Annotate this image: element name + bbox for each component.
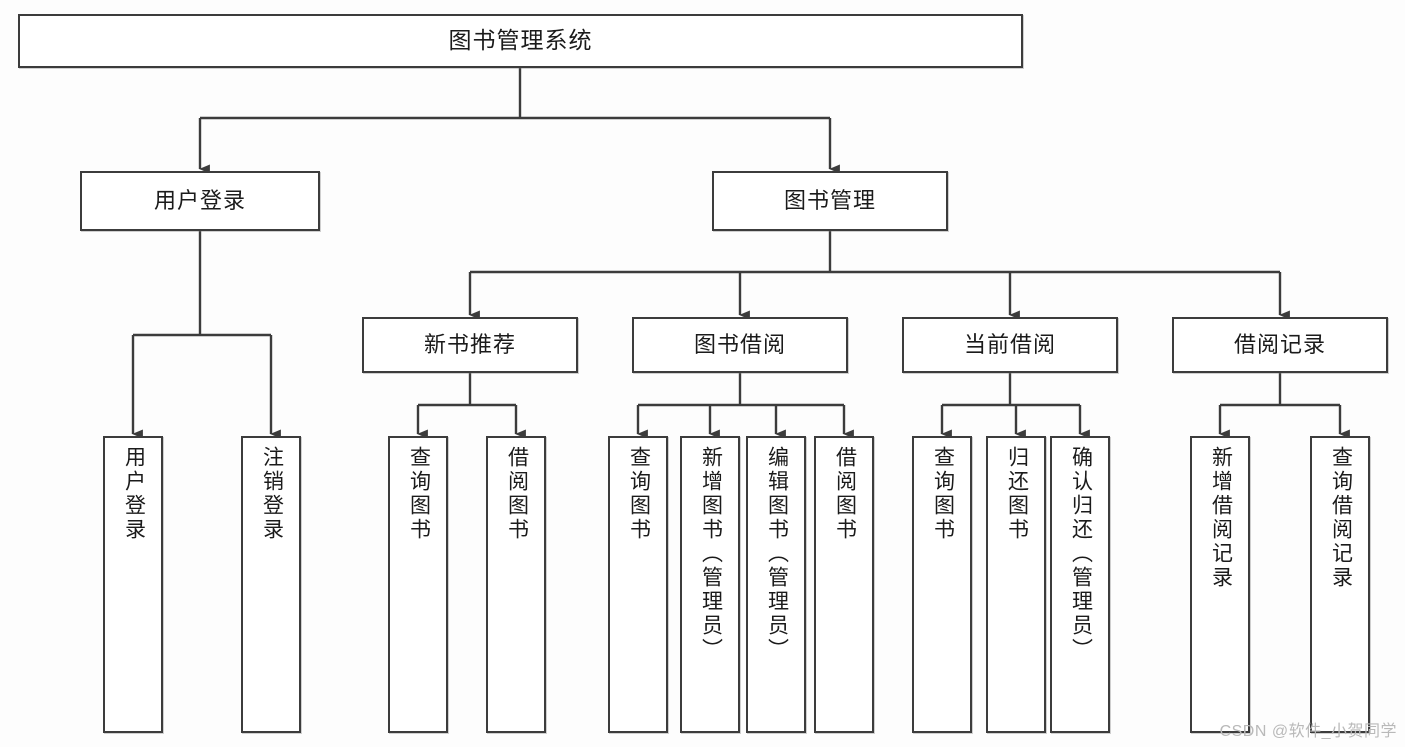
node-label: 当前借阅 [963, 331, 1056, 357]
leaf-label-vertical: 编辑图书（管理员） [765, 446, 789, 662]
level2-node-用户登录[interactable]: 用户登录 [80, 171, 320, 231]
leaf-label-vertical: 新增图书（管理员） [699, 446, 723, 662]
leaf-node-新增借阅记录[interactable]: 新增借阅记录 [1190, 436, 1250, 733]
leaf-node-注销登录[interactable]: 注销登录 [241, 436, 301, 733]
leaf-node-借阅图书[interactable]: 借阅图书 [486, 436, 546, 733]
node-label: 借阅记录 [1233, 331, 1326, 357]
csdn-watermark: CSDN @软件_小贺同学 [1219, 723, 1397, 740]
level3-node-借阅记录[interactable]: 借阅记录 [1172, 317, 1388, 373]
node-label: 新书推荐 [423, 331, 516, 357]
leaf-node-编辑图书管理员[interactable]: 编辑图书（管理员） [746, 436, 806, 733]
leaf-label-vertical: 查询图书 [931, 446, 955, 542]
level3-node-新书推荐[interactable]: 新书推荐 [362, 317, 578, 373]
level2-node-图书管理[interactable]: 图书管理 [712, 171, 948, 231]
leaf-label-vertical: 新增借阅记录 [1209, 446, 1233, 590]
leaf-label-vertical: 查询图书 [407, 446, 431, 542]
leaf-label-vertical: 确认归还（管理员） [1069, 446, 1093, 662]
level3-node-当前借阅[interactable]: 当前借阅 [902, 317, 1118, 373]
leaf-node-新增图书管理员[interactable]: 新增图书（管理员） [680, 436, 740, 733]
node-label: 图书管理系统 [448, 27, 593, 54]
leaf-label-vertical: 查询图书 [627, 446, 651, 542]
leaf-node-归还图书[interactable]: 归还图书 [986, 436, 1046, 733]
leaf-label-vertical: 用户登录 [122, 446, 146, 542]
level3-node-图书借阅[interactable]: 图书借阅 [632, 317, 848, 373]
root-node-图书管理系统[interactable]: 图书管理系统 [18, 14, 1023, 68]
leaf-node-查询图书[interactable]: 查询图书 [912, 436, 972, 733]
node-label: 用户登录 [153, 187, 246, 213]
leaf-label-vertical: 查询借阅记录 [1329, 446, 1353, 590]
node-label: 图书管理 [783, 187, 876, 213]
leaf-node-查询图书[interactable]: 查询图书 [608, 436, 668, 733]
leaf-node-用户登录[interactable]: 用户登录 [103, 436, 163, 733]
node-label: 图书借阅 [693, 331, 786, 357]
leaf-label-vertical: 借阅图书 [833, 446, 857, 542]
leaf-node-确认归还管理员[interactable]: 确认归还（管理员） [1050, 436, 1110, 733]
leaf-node-查询图书[interactable]: 查询图书 [388, 436, 448, 733]
leaf-node-借阅图书[interactable]: 借阅图书 [814, 436, 874, 733]
leaf-label-vertical: 归还图书 [1005, 446, 1029, 542]
leaf-label-vertical: 借阅图书 [505, 446, 529, 542]
leaf-label-vertical: 注销登录 [260, 446, 284, 542]
leaf-node-查询借阅记录[interactable]: 查询借阅记录 [1310, 436, 1370, 733]
